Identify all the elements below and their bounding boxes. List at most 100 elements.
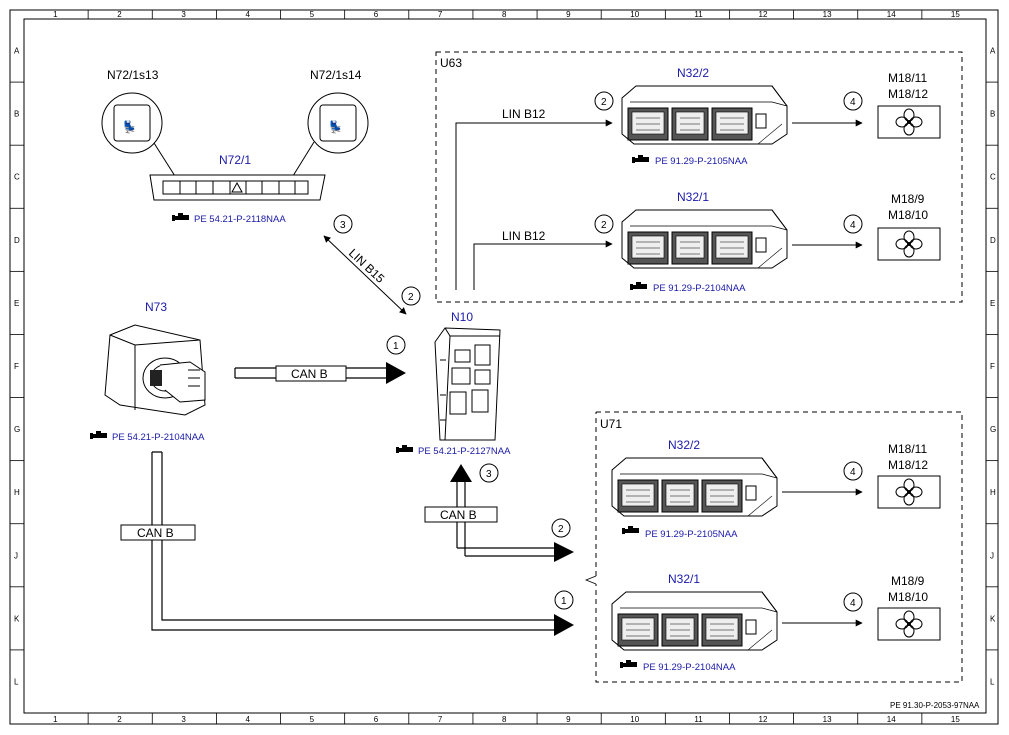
fan-u71-top-label-2: M18/12 [888,458,928,472]
n72-1s14-label: N72/1s14 [310,68,362,82]
marker-n10-lin: 2 [408,292,414,303]
marker-lin-bottom: 2 [601,220,607,231]
fan-u71-top-label-1: M18/11 [888,442,927,456]
col-label: 2 [117,715,122,724]
row-label: H [14,488,20,497]
group-u71-label: U71 [600,417,622,431]
fan-u63-bottom-label-2: M18/10 [888,208,928,222]
marker-fan-u71-bottom: 4 [850,598,856,609]
row-label: B [14,110,19,119]
n72-1s13-label: N72/1s13 [107,68,159,82]
col-label: 14 [887,715,896,724]
col-label: 11 [694,10,703,19]
marker-fan-u71-top: 4 [850,467,856,478]
n72-1-ref: PE 54.21-P-2118NAA [194,214,286,225]
marker-u71-can1: 1 [561,596,567,607]
n10-ref: PE 54.21-P-2127NAA [418,446,511,457]
col-label: 15 [951,10,960,19]
fan-u63-bottom-label-1: M18/9 [891,192,925,206]
col-label: 8 [502,715,507,724]
row-label: C [14,173,20,182]
group-u71-box [595,411,963,683]
row-label: L [990,677,995,686]
u63-n32-2-ref: PE 91.29-P-2105NAA [655,156,748,167]
col-label: 1 [53,10,58,19]
n72-1-switch-panel [149,174,326,201]
u71-n32-2-ecu [611,457,778,517]
lin-b15-label: LIN B15 [346,246,387,286]
group-u63-label: U63 [440,56,462,70]
fan-u63-top-label-2: M18/12 [888,87,928,101]
drawing-frame: 1122334455667788991010111112121313141415… [9,9,999,725]
marker-fan-u63-top: 4 [850,97,856,108]
marker-fan-u63-bottom: 4 [850,220,856,231]
svg-text:💺: 💺 [328,120,343,134]
col-label: 6 [374,10,379,19]
col-label: 5 [310,10,315,19]
n73-ignition-switch [104,324,206,416]
lin-b12-bottom-line [473,240,613,290]
row-label: A [14,47,20,56]
u71-n32-1-ref: PE 91.29-P-2104NAA [643,662,736,673]
col-label: 10 [630,10,639,19]
marker-lin-b15: 3 [340,220,346,231]
n73-ref: PE 54.21-P-2104NAA [112,432,205,443]
col-label: 2 [117,10,122,19]
group-u63-box [435,51,963,303]
u63-n32-2-ecu [621,85,788,145]
row-label: E [990,299,995,308]
row-label: L [14,677,19,686]
u71-n32-1-label: N32/1 [668,572,700,586]
fan-u71-top [877,475,941,509]
col-label: 4 [245,715,250,724]
col-label: 7 [438,10,443,19]
can-b-left-line [151,451,556,631]
col-label: 6 [374,715,379,724]
col-label: 9 [566,715,571,724]
col-label: 13 [823,10,832,19]
u71-n32-2-label: N32/2 [668,438,700,452]
n10-label: N10 [451,310,473,324]
fan-u63-bottom [877,227,941,261]
row-label: B [990,110,995,119]
fan-u71-bottom-label-1: M18/9 [891,574,925,588]
row-label: G [990,425,996,434]
svg-text:💺: 💺 [122,120,137,134]
can-b-n73-label: CAN B [291,367,328,381]
col-label: 1 [53,715,58,724]
n73-label: N73 [145,300,167,314]
row-label: K [990,614,996,623]
row-label: K [14,614,20,623]
doc-number: PE 91.30-P-2053-97NAA [890,701,980,710]
marker-n73-can: 1 [393,341,399,352]
col-label: 4 [245,10,250,19]
lin-b12-bottom-label: LIN B12 [502,229,546,243]
col-label: 5 [310,715,315,724]
fan-u63-top [877,105,941,139]
u71-n32-2-ref: PE 91.29-P-2105NAA [645,529,738,540]
n10-module [434,327,501,441]
lin-b12-top-line [455,119,613,290]
col-label: 7 [438,715,443,724]
u63-n32-1-label: N32/1 [677,190,709,204]
can-b-n10-label: CAN B [440,508,477,522]
n72-1-label: N72/1 [219,153,251,167]
col-label: 13 [823,715,832,724]
row-label: D [990,236,996,245]
marker-u71-can2: 2 [558,524,564,535]
col-label: 10 [630,715,639,724]
row-label: F [14,362,19,371]
row-label: H [990,488,996,497]
col-label: 9 [566,10,571,19]
lin-b15-line [323,235,407,315]
can-b-left-label: CAN B [137,526,174,540]
fan-u71-bottom [877,607,941,641]
u63-n32-1-ref: PE 91.29-P-2104NAA [653,283,746,294]
row-label: G [14,425,20,434]
row-label: F [990,362,995,371]
col-label: 3 [181,10,186,19]
seat-switch-left: 💺 [101,92,181,185]
col-label: 14 [887,10,896,19]
marker-lin-top: 2 [601,97,607,108]
